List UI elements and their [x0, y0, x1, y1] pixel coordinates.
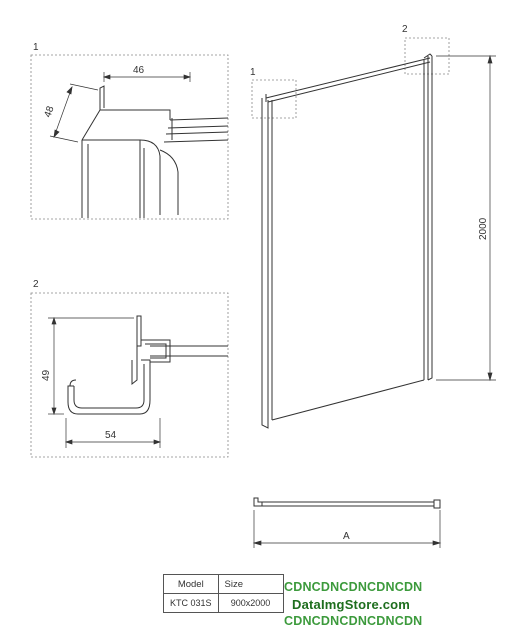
detail-1-label: 1: [33, 42, 39, 53]
detail-2-width-dimension: [64, 418, 162, 448]
header-model: Model: [163, 574, 219, 594]
detail-2-height-dimension: [48, 316, 134, 416]
detail-2-width-value: 54: [105, 430, 117, 441]
detail-1-height-dimension: [49, 83, 99, 143]
panel-outline: [261, 53, 433, 429]
plan-profile: [253, 497, 441, 509]
detail-1-profile: [81, 85, 229, 218]
detail-2-profile: [67, 315, 228, 415]
plan-view: A: [252, 497, 442, 548]
header-size: Size: [217, 574, 284, 594]
table-row: KTC 031S 900x2000: [163, 593, 284, 613]
detail-2-height-value: 49: [41, 369, 52, 381]
detail-1-width-dimension: [102, 72, 192, 82]
shower-panel: 1 2 2000: [250, 24, 496, 429]
watermark-line-2: DataImgStore.com: [292, 597, 411, 612]
watermark-line-1: CDNCDNCDNCDNCDN: [284, 580, 423, 594]
callout-2-label: 2: [402, 24, 408, 35]
plan-width-dimension: [252, 510, 442, 548]
callout-1-label: 1: [250, 67, 256, 78]
spec-table-header: Model Size: [163, 574, 284, 594]
detail-1-width-value: 46: [133, 65, 145, 76]
callout-1-frame: [251, 79, 297, 119]
panel-height-value: 2000: [478, 217, 489, 240]
watermark-line-3: CDNCDNCDNCDNCDN: [284, 614, 423, 628]
cell-size: 900x2000: [217, 593, 284, 613]
detail-1-frame: [30, 54, 229, 220]
panel-height-dimension: [436, 54, 496, 382]
detail-2: 2 49: [30, 279, 229, 458]
detail-2-frame: [30, 292, 229, 458]
detail-1-height-value: 48: [42, 104, 56, 119]
spec-table: Model Size KTC 031S 900x2000: [163, 574, 284, 613]
detail-1: 1 46: [30, 42, 229, 220]
cell-model: KTC 031S: [163, 593, 219, 613]
plan-width-value: A: [343, 531, 350, 542]
detail-2-label: 2: [33, 279, 39, 290]
